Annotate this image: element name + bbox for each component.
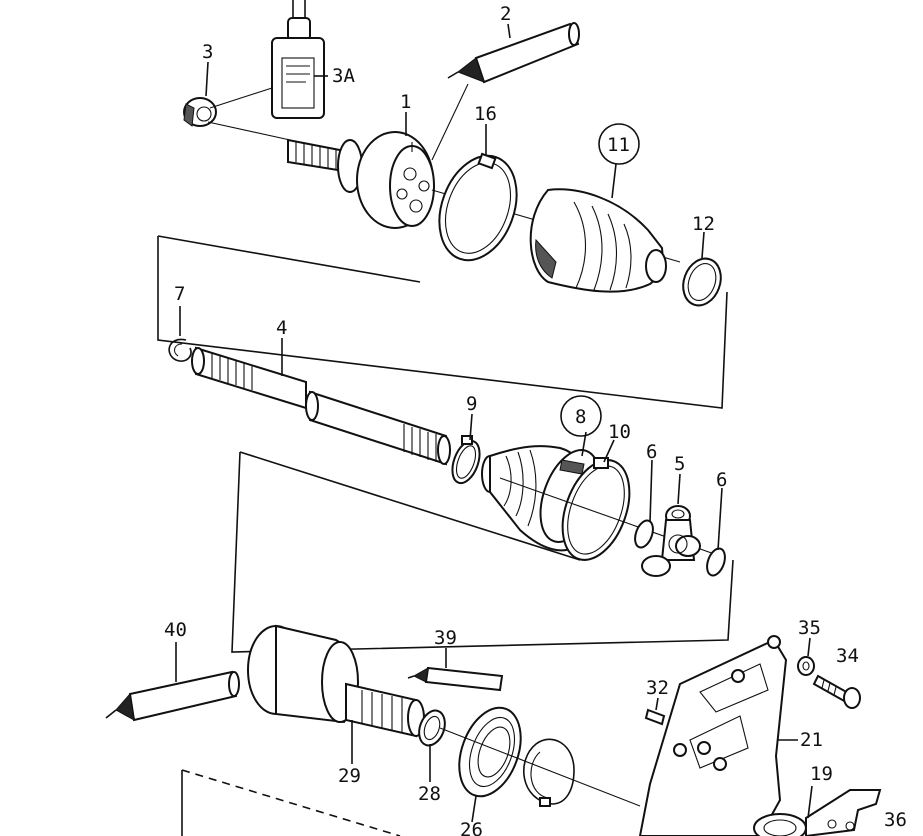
- clamp-part-9: [451, 435, 481, 485]
- callout-34: 34: [836, 645, 859, 667]
- outer-boot-part-11: [529, 188, 667, 293]
- callout-28: 28: [418, 783, 441, 805]
- group-frame-upper: [157, 235, 728, 409]
- grease-tube-part-2: [447, 22, 580, 84]
- nut-part-3: [183, 87, 291, 141]
- callout-3: 3: [202, 41, 213, 63]
- callout-circle-11: [598, 123, 640, 165]
- drive-shaft-part-4: [191, 346, 451, 466]
- callout-2: 2: [500, 3, 511, 25]
- callout-19: 19: [810, 763, 833, 785]
- clip-ring-part-12: [682, 257, 722, 307]
- clamp-band-part-16: [438, 152, 518, 262]
- circlip-part-6-left: [634, 519, 654, 549]
- outer-cv-joint-part-1: [287, 131, 435, 229]
- callout-40: 40: [164, 619, 187, 641]
- callout-16: 16: [474, 103, 497, 125]
- circlip-part-7: [168, 338, 192, 362]
- retaining-ring: [522, 738, 575, 807]
- callout-9: 9: [466, 393, 477, 415]
- bracket-part-21: [638, 635, 807, 836]
- group-frame-lower: [181, 769, 401, 836]
- thread-lock-bottle: [271, 0, 325, 119]
- inner-cv-housing-part-29: [247, 624, 425, 738]
- callout-32: 32: [646, 677, 669, 699]
- circlip-part-6-right: [706, 547, 726, 577]
- grease-tube-part-40: [105, 670, 240, 722]
- group-frame-middle: [231, 451, 734, 653]
- callout-26: 26: [460, 819, 483, 836]
- callout-6a: 6: [646, 441, 657, 463]
- callout-7: 7: [174, 283, 185, 305]
- seal-part-26: [458, 706, 522, 798]
- callout-36: 36: [884, 809, 907, 831]
- callout-circle-8: [560, 395, 602, 437]
- o-ring-part-28: [418, 709, 446, 747]
- callout-39: 39: [434, 627, 457, 649]
- grease-tube-part-39: [407, 666, 504, 692]
- callout-29: 29: [338, 765, 361, 787]
- callout-1: 1: [400, 91, 411, 113]
- callout-5: 5: [674, 453, 685, 475]
- callout-4: 4: [276, 317, 287, 339]
- callout-8: 8: [575, 406, 586, 428]
- callout-21: 21: [800, 729, 823, 751]
- clamp-band-part-10: [561, 457, 631, 561]
- axis-line-lower: [439, 727, 641, 807]
- pin-part-32: [644, 708, 666, 726]
- callout-12: 12: [692, 213, 715, 235]
- callout-35: 35: [798, 617, 821, 639]
- leader-lines: [175, 23, 813, 823]
- bracket-plate-part-19: [805, 789, 882, 836]
- callout-3a: 3A: [332, 65, 355, 87]
- grease-pointer-line: [431, 83, 469, 161]
- bolt-part-34: [812, 674, 861, 709]
- callout-10: 10: [608, 421, 631, 443]
- callout-6b: 6: [716, 469, 727, 491]
- tripod-part-5: [641, 505, 701, 577]
- washer-part-35: [797, 656, 815, 676]
- callout-11: 11: [607, 134, 630, 156]
